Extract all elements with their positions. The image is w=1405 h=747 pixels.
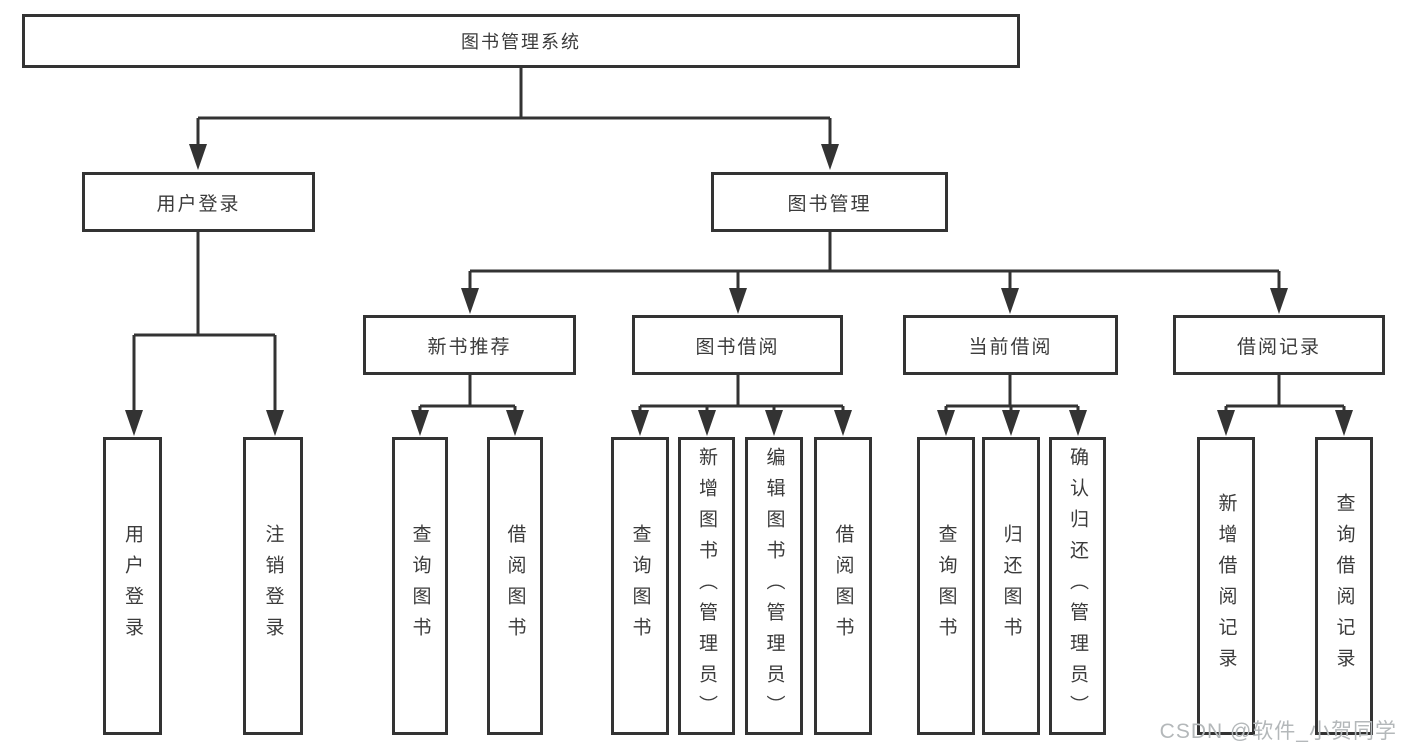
node-label: 注销登录 xyxy=(262,524,284,648)
leaf-confirm-return-admin: 确认归还（管理员） xyxy=(1049,437,1106,735)
leaf-borrow-books-recommend: 借阅图书 xyxy=(487,437,543,735)
csdn-watermark: CSDN @软件_小贺同学 xyxy=(1159,720,1397,743)
node-label: 确认归还（管理员） xyxy=(1067,446,1088,726)
leaf-borrow-books: 借阅图书 xyxy=(814,437,872,735)
leaf-return-book: 归还图书 xyxy=(982,437,1040,735)
leaf-query-books-recommend: 查询图书 xyxy=(392,437,448,735)
node-label: 新增借阅记录 xyxy=(1215,493,1237,679)
node-current-borrow: 当前借阅 xyxy=(903,315,1118,375)
leaf-logout: 注销登录 xyxy=(243,437,303,735)
node-label: 图书管理 xyxy=(787,193,872,215)
node-label: 图书借阅 xyxy=(695,336,780,358)
node-book-borrow: 图书借阅 xyxy=(632,315,843,375)
node-book-management: 图书管理 xyxy=(711,172,948,232)
node-label: 编辑图书（管理员） xyxy=(763,446,785,726)
node-label: 查询借阅记录 xyxy=(1333,493,1355,679)
leaf-add-borrow-record: 新增借阅记录 xyxy=(1197,437,1255,735)
node-label: 借阅图书 xyxy=(832,524,854,648)
leaf-add-book-admin: 新增图书（管理员） xyxy=(678,437,735,735)
node-label: 图书管理系统 xyxy=(461,32,581,52)
node-label: 当前借阅 xyxy=(968,336,1053,358)
leaf-user-login: 用户登录 xyxy=(103,437,162,735)
node-label: 借阅记录 xyxy=(1236,336,1321,358)
leaf-edit-book-admin: 编辑图书（管理员） xyxy=(745,437,803,735)
node-label: 用户登录 xyxy=(122,524,143,648)
node-label: 查询图书 xyxy=(629,524,651,648)
leaf-query-borrow-record: 查询借阅记录 xyxy=(1315,437,1373,735)
node-label: 查询图书 xyxy=(409,524,431,648)
node-new-book-recommend: 新书推荐 xyxy=(363,315,576,375)
node-library-system-root: 图书管理系统 xyxy=(22,14,1020,68)
node-borrow-records: 借阅记录 xyxy=(1173,315,1385,375)
node-label: 归还图书 xyxy=(1000,524,1022,648)
node-label: 新增图书（管理员） xyxy=(696,446,717,726)
leaf-query-books-borrow: 查询图书 xyxy=(611,437,669,735)
node-label: 用户登录 xyxy=(156,193,241,215)
node-label: 借阅图书 xyxy=(504,524,526,648)
node-user-login: 用户登录 xyxy=(82,172,315,232)
node-label: 查询图书 xyxy=(935,524,957,648)
leaf-query-books-current: 查询图书 xyxy=(917,437,975,735)
node-label: 新书推荐 xyxy=(427,336,512,358)
